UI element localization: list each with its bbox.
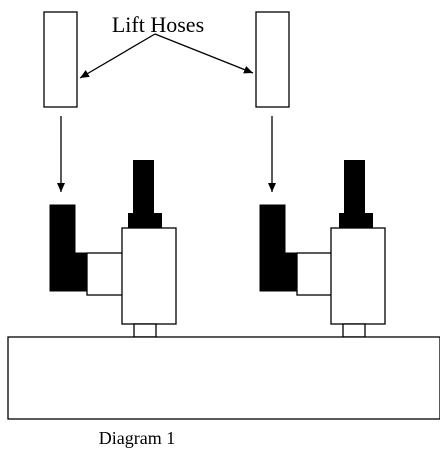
elbow-fitting-left — [49, 204, 89, 292]
valve-assembly-right — [259, 160, 386, 338]
top-stem-right — [344, 160, 365, 220]
stem-collar-right — [339, 213, 373, 228]
label-arrow-right — [154, 33, 254, 74]
elbow-fitting-right — [259, 204, 299, 292]
base-plug-left — [133, 323, 157, 338]
base-plug-right — [342, 323, 366, 338]
valve-assembly-left — [49, 160, 177, 338]
stem-collar-left — [128, 213, 162, 228]
connector-block-right — [296, 252, 333, 296]
diagram-caption: Diagram 1 — [99, 428, 175, 448]
lift-hose-right — [255, 11, 290, 108]
lift-hoses-label: Lift Hoses — [112, 12, 204, 37]
connector-block-left — [86, 252, 124, 296]
label-arrow-left — [79, 33, 156, 79]
valve-body-left — [121, 227, 177, 325]
base-platform — [7, 336, 440, 420]
lift-hose-left — [43, 11, 78, 108]
top-stem-left — [133, 160, 154, 220]
valve-body-right — [330, 227, 386, 325]
